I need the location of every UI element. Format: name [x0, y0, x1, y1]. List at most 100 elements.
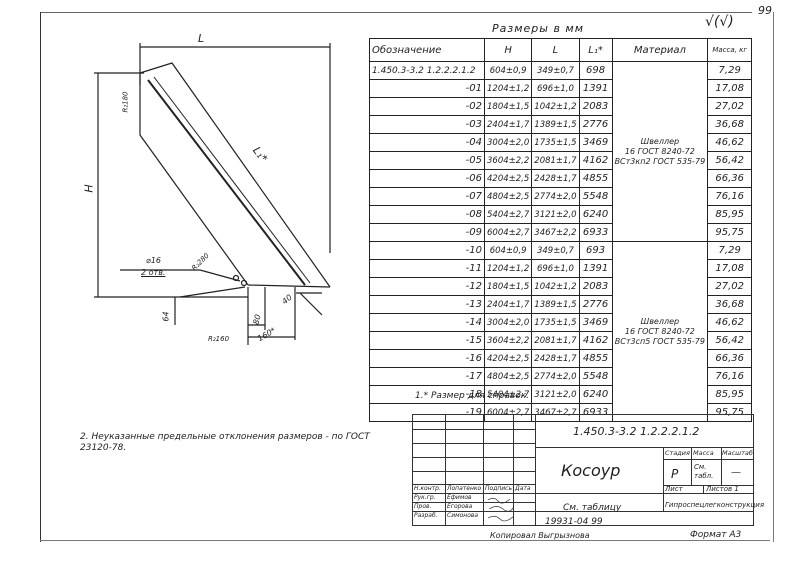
- cell-des: -16: [369, 349, 485, 368]
- cell-l: 1042±1,2: [531, 277, 580, 296]
- cell-l1: 3469: [578, 133, 613, 152]
- tb-stage-label: Стадия: [665, 449, 690, 457]
- cell-h: 4804±2,5: [483, 187, 533, 206]
- tb-col-date: Дата: [515, 485, 531, 492]
- title-block: 1.450.3-3.2 1.2.2.2.1.2 Косоур Стадия Ма…: [412, 414, 764, 526]
- cell-l1: 6240: [578, 205, 613, 224]
- tb-name: Косоур: [561, 461, 621, 480]
- label-r160: R₂160: [208, 335, 230, 343]
- cell-mass: 46,62: [707, 133, 753, 152]
- cell-mass: 76,16: [707, 367, 753, 386]
- cell-l1: 4855: [578, 169, 613, 188]
- tb-person: Лопатенко: [447, 485, 482, 492]
- cell-des: -04: [369, 133, 485, 152]
- cell-des: -01: [369, 79, 485, 98]
- footnote: 1.* Размер для справок.: [415, 391, 529, 401]
- cell-des: -09: [369, 223, 485, 242]
- tb-col-sign: Подпись: [485, 485, 512, 492]
- cell-l: 1389±1,5: [531, 295, 580, 314]
- cell-des: -10: [369, 241, 485, 260]
- cell-l1: 5548: [578, 187, 613, 206]
- cell-h: 6004±2,7: [483, 223, 533, 242]
- note-tolerances: 2. Неуказанные предельные отклонения раз…: [80, 432, 370, 453]
- cell-des: -06: [369, 169, 485, 188]
- tb-role: Рук.гр.: [414, 494, 436, 501]
- surface-roughness-mark: √(√): [705, 14, 734, 30]
- cell-des: -07: [369, 187, 485, 206]
- cell-l: 2428±1,7: [531, 169, 580, 188]
- cell-des: -02: [369, 97, 485, 116]
- cell-h: 3004±2,0: [483, 133, 533, 152]
- tb-org: Гипроспецлегконструкция: [665, 501, 765, 509]
- tb-sheets-label: Листов 1: [706, 485, 739, 493]
- cell-l: 3467±2,2: [531, 223, 580, 242]
- frame-right-line: [773, 12, 774, 542]
- tb-person: Ефимов: [447, 494, 472, 501]
- cell-mass: 27,02: [707, 277, 753, 296]
- cell-l1: 6933: [578, 223, 613, 242]
- cell-l1: 2083: [578, 97, 613, 116]
- tb-scale-label: Масштаб: [722, 449, 753, 457]
- cell-mass: 76,16: [707, 187, 753, 206]
- cell-l: 3121±2,0: [531, 385, 580, 404]
- tb-person: Симонова: [447, 512, 479, 519]
- cell-mass: 85,95: [707, 205, 753, 224]
- label-hole: ⌀16: [146, 256, 161, 265]
- cell-h: 6004±2,7: [483, 403, 533, 422]
- cell-l: 1735±1,5: [531, 313, 580, 332]
- col-designation: Обозначение: [369, 38, 485, 62]
- tb-role: Пров.: [414, 503, 432, 510]
- cell-l1: 2776: [578, 295, 613, 314]
- material-line: Швеллер: [640, 136, 680, 146]
- cell-h: 1204±1,2: [483, 259, 533, 278]
- cell-mass: 36,68: [707, 295, 753, 314]
- label-l: L: [198, 32, 205, 45]
- cell-mass: 95,75: [707, 223, 753, 242]
- cell-h: 3604±2,2: [483, 331, 533, 350]
- cell-mass: 36,68: [707, 115, 753, 134]
- cell-des: -17: [369, 367, 485, 386]
- material-line: ВСт3сп5 ГОСТ 535-79: [614, 336, 705, 346]
- cell-l1: 4855: [578, 349, 613, 368]
- cell-l: 1042±1,2: [531, 97, 580, 116]
- tb-scale: —: [731, 467, 741, 478]
- cell-des: -08: [369, 205, 485, 224]
- cell-l1: 2776: [578, 115, 613, 134]
- col-l: L: [531, 38, 580, 62]
- cell-l1: 693: [578, 241, 613, 260]
- cell-mass: 66,36: [707, 169, 753, 188]
- col-h: H: [483, 38, 533, 62]
- col-l1: L₁*: [578, 38, 613, 62]
- tb-mass: См. табл.: [694, 463, 714, 480]
- cell-l: 696±1,0: [531, 79, 580, 98]
- cell-h: 1204±1,2: [483, 79, 533, 98]
- frame-bottom-line: [40, 540, 770, 541]
- frame-top-line: [40, 12, 752, 13]
- label-r180: R₂180: [121, 91, 130, 113]
- cell-h: 3004±2,0: [483, 313, 533, 332]
- cell-l1: 1391: [578, 79, 613, 98]
- tb-stage: Р: [671, 467, 679, 481]
- stringer-top-edge: [139, 62, 331, 288]
- stringer-drawing: [94, 43, 331, 345]
- material-line: 16 ГОСТ 8240-72: [624, 146, 695, 156]
- cell-h: 2404±1,7: [483, 295, 533, 314]
- cell-h: 604±0,9: [483, 61, 533, 80]
- cell-des: -15: [369, 331, 485, 350]
- cell-h: 4804±2,5: [483, 367, 533, 386]
- tb-role: Разраб.: [414, 512, 438, 519]
- copied-by: Копировал Выгрызнова: [490, 531, 590, 540]
- material-line: Швеллер: [640, 316, 680, 326]
- cell-l1: 6933: [578, 403, 613, 422]
- tb-person: Егорова: [447, 503, 473, 510]
- cell-mass: 17,08: [707, 79, 753, 98]
- cell-des: -12: [369, 277, 485, 296]
